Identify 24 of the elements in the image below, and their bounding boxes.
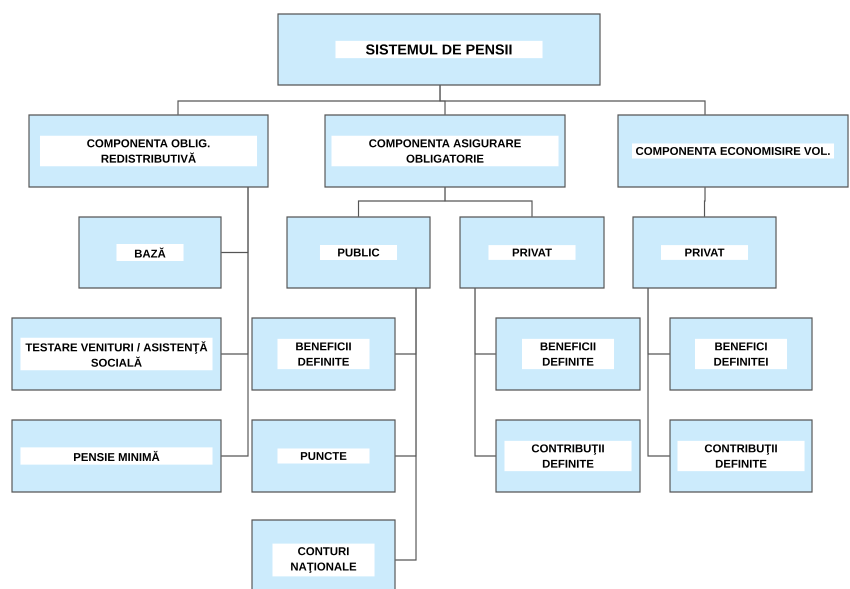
category-box: PUNCTE: [251, 419, 396, 493]
category-box: PENSIE MINIMĂ: [11, 419, 222, 493]
category-box: BAZĂ: [78, 216, 222, 289]
category-box: COMPONENTA OBLIG. REDISTRIBUTIVĂ: [28, 114, 269, 188]
title-box: SISTEMUL DE PENSII: [277, 13, 601, 86]
connector-line: [444, 188, 533, 216]
connector-line: [474, 288, 496, 457]
category-box: COMPONENTA ECONOMISIRE VOL.: [617, 114, 849, 188]
connector-line: [704, 188, 706, 216]
connector-line: [222, 188, 249, 457]
connector-line: [396, 288, 417, 561]
category-box: COMPONENTA ASIGURARE OBLIGATORIE: [324, 114, 566, 188]
category-box: CONTRIBUŢII DEFINITE: [495, 419, 641, 493]
category-box: TESTARE VENITURI / ASISTENŢĂ SOCIALĂ: [11, 317, 222, 391]
category-box: PRIVAT: [632, 216, 777, 289]
connector-line: [439, 86, 706, 114]
category-box: CONTRIBUŢII DEFINITE: [669, 419, 813, 493]
category-box: PUBLIC: [286, 216, 431, 289]
category-box: BENEFICI DEFINITEI: [669, 317, 813, 391]
category-box: BENEFICII DEFINITE: [495, 317, 641, 391]
category-box: BENEFICII DEFINITE: [251, 317, 396, 391]
category-box: PRIVAT: [459, 216, 605, 289]
connector-line: [647, 288, 670, 457]
category-box: CONTURI NAŢIONALE: [251, 519, 396, 589]
